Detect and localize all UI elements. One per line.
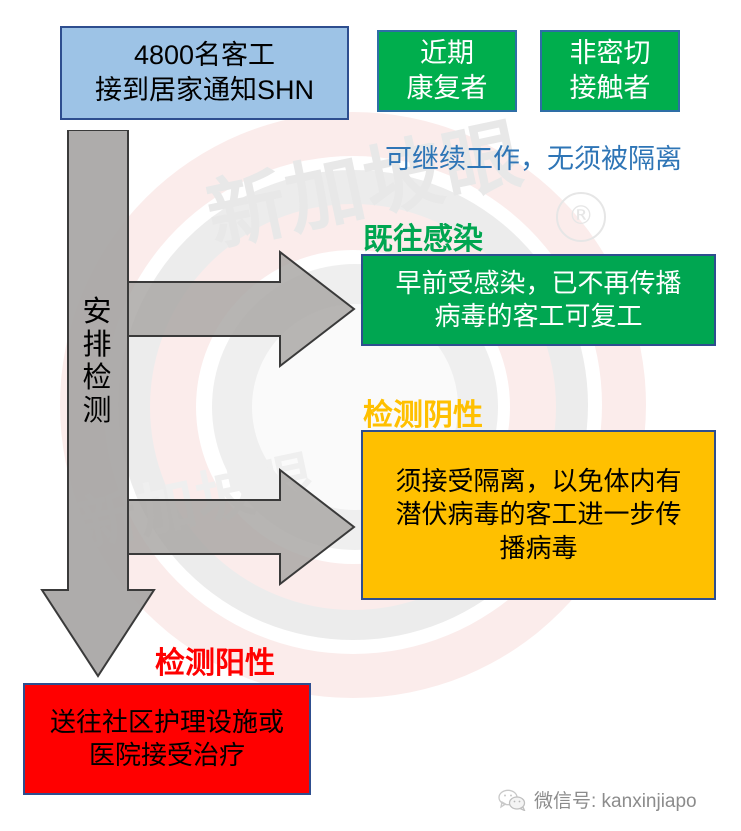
process-arrow-label-char-1: 排 [82,329,112,362]
process-arrow-label: 安 排 检 测 [77,296,117,428]
branch-arrow-previously-infected [128,250,356,368]
source-population-box: 4800名客工 接到居家通知SHN [60,26,349,120]
wechat-icon [498,789,526,811]
outcome-box-test-positive: 送往社区护理设施或 医院接受治疗 [23,683,311,795]
watermark-brand-text-secondary: 新加坡眼 [72,442,322,560]
branch-arrow-test-negative [128,468,356,586]
exempt-note-text: 可继续工作，无须被隔离 [385,144,682,174]
wechat-handle-label: 微信号: kanxinjiapo [534,791,697,812]
exempt-box-recent-recovered: 近期 康复者 [377,30,517,112]
outcome-box-test-negative: 须接受隔离，以免体内有 潜伏病毒的客工进一步传 播病毒 [361,430,716,600]
heading-test-positive: 检测阳性 [155,647,275,680]
footer-credit: 微信号: kanxinjiapo [498,786,697,813]
watermark-ring-pink-outer [60,112,646,698]
heading-test-negative: 检测阴性 [363,399,483,432]
outcome-box-previously-infected: 早前受感染，已不再传播 病毒的客工可复工 [361,254,716,346]
watermark-registered-icon: ® [556,192,606,242]
process-arrow-label-char-2: 检 [82,362,112,395]
exempt-box-non-close-contact: 非密切 接触者 [540,30,680,112]
process-arrow-label-char-0: 安 [82,296,112,328]
heading-previously-infected: 既往感染 [363,223,483,256]
process-arrow-label-char-3: 测 [82,395,112,428]
